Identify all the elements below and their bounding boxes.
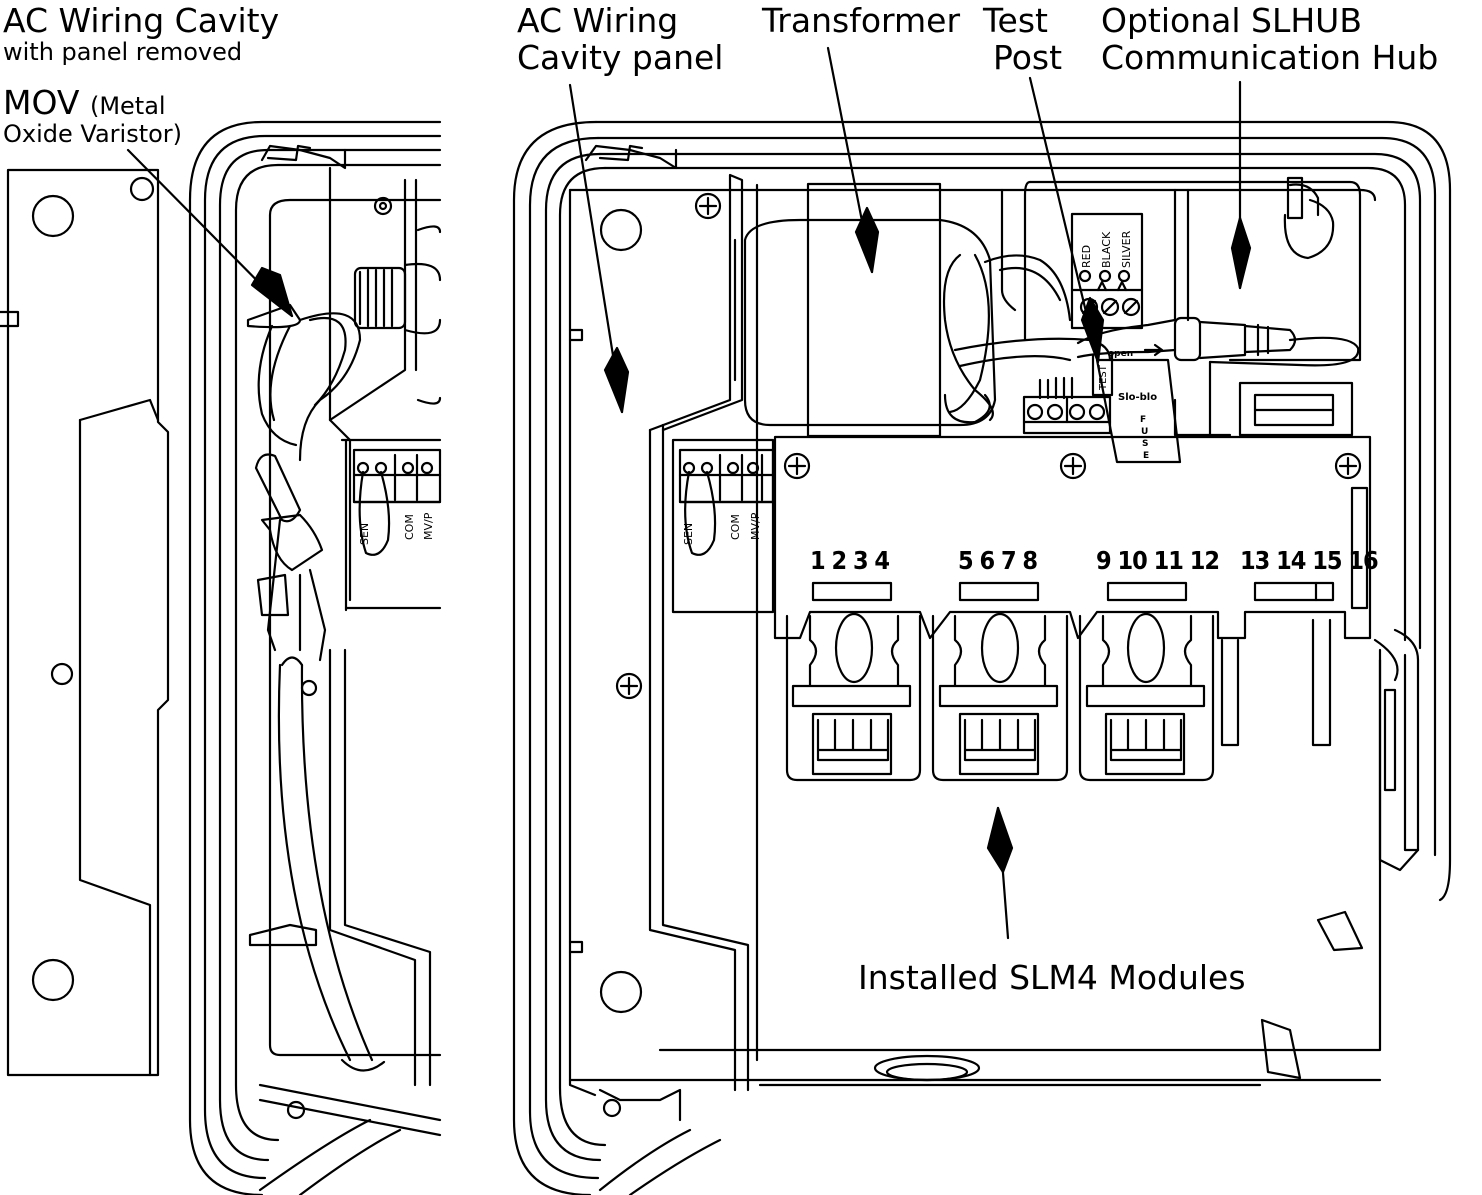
label-test-post-line2: Post <box>993 38 1063 77</box>
ac-terminal-block <box>671 438 775 614</box>
label-slm4-modules: Installed SLM4 Modules <box>858 958 1246 997</box>
label-mov: MOV (Metal <box>3 86 166 119</box>
fuse-letter-s: S <box>1142 439 1148 449</box>
label-mov-paren2: Oxide Varistor) <box>3 120 183 148</box>
terminal-label-mvp-right: MV/P <box>749 512 762 540</box>
label-mov-paren1: (Metal <box>89 92 166 120</box>
terminal-label-sen-left: SEN <box>358 523 371 545</box>
station-group-5-8: 5 6 7 8 <box>958 546 1038 575</box>
slm4-modules <box>785 612 1215 782</box>
slm4-module-3 <box>1078 612 1215 782</box>
station-group-1-4: 1 2 3 4 <box>810 546 890 575</box>
label-ac-panel-line1: AC Wiring <box>517 1 679 40</box>
screws <box>615 192 722 700</box>
label-transformer: Transformer <box>762 1 961 40</box>
wire-label-black: BLACK <box>1100 231 1113 268</box>
label-ac-wiring-cavity-sub: with panel removed <box>3 38 243 66</box>
station-group-9-12: 9 10 11 12 <box>1096 546 1220 575</box>
right-enclosure <box>512 120 1452 1195</box>
slhub-area <box>1000 176 1362 464</box>
terminal-label-com-left: COM <box>403 514 416 540</box>
fuse-sloblo-label: Slo-blo <box>1118 392 1157 403</box>
terminal-label-mvp-left: MV/P <box>422 512 435 540</box>
module-board <box>773 435 1372 747</box>
slm4-module-2 <box>931 612 1069 782</box>
label-mov-main: MOV <box>3 83 80 122</box>
station-group-13-16: 13 14 15 16 <box>1240 546 1379 575</box>
slm4-module-1 <box>785 612 922 782</box>
label-ac-panel-line2: Cavity panel <box>517 38 724 77</box>
removed-panel <box>0 168 170 1077</box>
transformer-wires <box>942 253 1112 424</box>
leader-arrows <box>126 46 1252 940</box>
fuse-letter-e: E <box>1143 451 1149 461</box>
terminal-label-sen-right: SEN <box>682 523 695 545</box>
fuse-open-label: open <box>1108 349 1133 359</box>
wire-label-red: RED <box>1080 245 1093 268</box>
fuse-letter-u: U <box>1141 427 1148 437</box>
label-test-post-line1: Test <box>983 1 1048 40</box>
test-label: TEST <box>1098 364 1109 391</box>
label-ac-wiring-cavity: AC Wiring Cavity <box>3 1 280 40</box>
wire-label-silver: SILVER <box>1120 230 1133 268</box>
terminal-label-com-right: COM <box>729 514 742 540</box>
left-enclosure <box>188 120 442 1195</box>
fuse-letter-f: F <box>1140 415 1146 425</box>
label-slhub-line2: Communication Hub <box>1101 38 1439 77</box>
label-slhub-line1: Optional SLHUB <box>1101 1 1362 40</box>
